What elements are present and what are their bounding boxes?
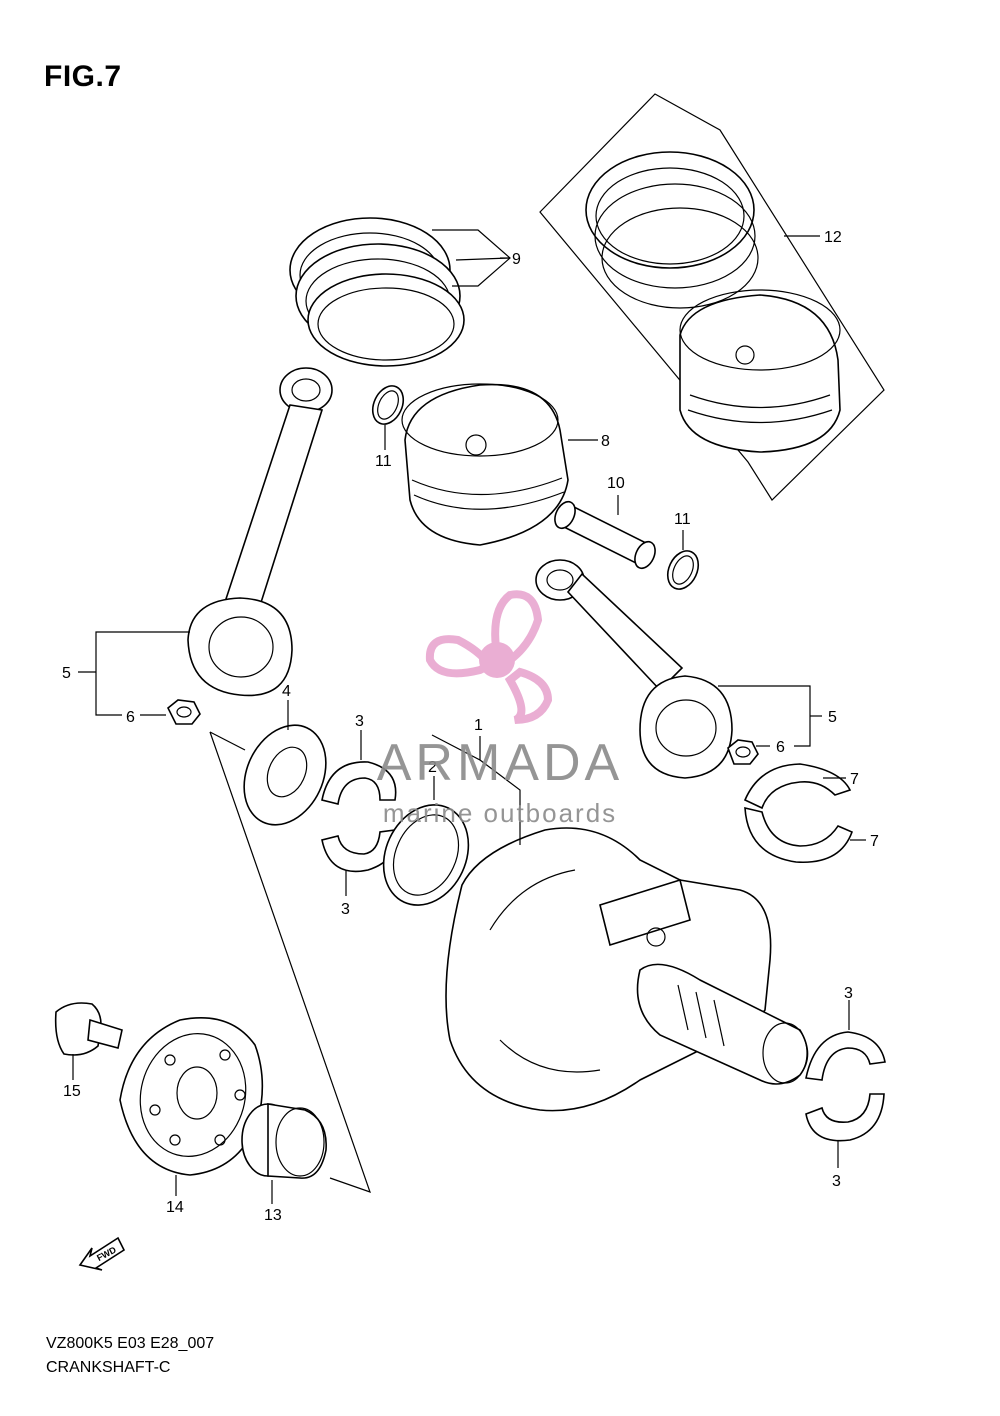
connecting-rod-5b[interactable] [535, 559, 733, 779]
crank-pin-bearing-7b[interactable] [744, 806, 854, 864]
callout-3c: 3 [844, 985, 853, 1002]
callout-3a: 3 [355, 713, 364, 730]
callout-11a: 11 [375, 453, 392, 470]
rod-nut-6b[interactable] [727, 739, 759, 765]
callout-5b: 5 [828, 709, 837, 726]
crankshaft-1[interactable] [445, 827, 809, 1112]
callout-6b: 6 [776, 739, 785, 756]
leader-lines [72, 229, 866, 1204]
callout-13: 13 [264, 1207, 282, 1224]
piston-8[interactable] [401, 383, 569, 546]
callout-11b: 11 [674, 511, 691, 528]
rod-nut-6a[interactable] [166, 699, 201, 725]
crankshaft-bearing-3d[interactable] [805, 1093, 885, 1142]
callout-14: 14 [166, 1199, 184, 1216]
callout-12: 12 [824, 229, 842, 246]
callout-10: 10 [607, 475, 625, 492]
callout-3b: 3 [341, 901, 350, 918]
crankshaft-bearing-3a[interactable] [321, 761, 397, 805]
crankshaft-bearing-3b[interactable] [321, 829, 397, 873]
thrust-washer-4[interactable] [229, 712, 342, 838]
callout-8: 8 [601, 433, 610, 450]
callout-5a: 5 [62, 665, 71, 682]
figure-title: FIG.7 [44, 60, 122, 93]
piston-pin-10[interactable] [551, 499, 659, 572]
callout-7a: 7 [850, 771, 859, 788]
callout-4: 4 [282, 683, 291, 700]
spline-gear-13[interactable] [241, 1103, 327, 1179]
callout-2: 2 [428, 759, 437, 776]
assembly-bracket-line-2 [209, 731, 371, 1193]
figure-name: CRANKSHAFT-C [46, 1359, 171, 1376]
primary-drive-gear-14[interactable] [119, 1017, 264, 1176]
crank-pin-bearing-7a[interactable] [743, 763, 852, 810]
connecting-rod-5a[interactable] [187, 367, 333, 697]
callout-3d: 3 [832, 1173, 841, 1190]
armada-watermark: ARMADA marine outboards [377, 590, 623, 828]
callout-6a: 6 [126, 709, 135, 726]
callout-15: 15 [63, 1083, 81, 1100]
crankshaft-bearing-3c[interactable] [805, 1031, 886, 1081]
callout-1: 1 [474, 717, 483, 734]
callout-9: 9 [512, 251, 521, 268]
circlip-11a[interactable] [367, 381, 409, 429]
watermark-brand: ARMADA [377, 734, 623, 792]
piston-set-kit-12[interactable] [539, 93, 885, 501]
fwd-arrow-icon: FWD [78, 1236, 126, 1271]
piston-rings-9[interactable] [289, 217, 465, 367]
watermark-tagline: marine outboards [383, 798, 617, 828]
figure-code: VZ800K5 E03 E28_007 [46, 1335, 215, 1352]
callout-7b: 7 [870, 833, 879, 850]
thrust-bearing-2[interactable] [368, 791, 484, 919]
circlip-11b[interactable] [662, 546, 704, 594]
propeller-logo-icon [425, 590, 553, 724]
assembly-bracket-line [209, 731, 246, 751]
bolt-15[interactable] [54, 1002, 123, 1056]
figure-footer: VZ800K5 E03 E28_007 CRANKSHAFT-C [46, 1332, 214, 1380]
